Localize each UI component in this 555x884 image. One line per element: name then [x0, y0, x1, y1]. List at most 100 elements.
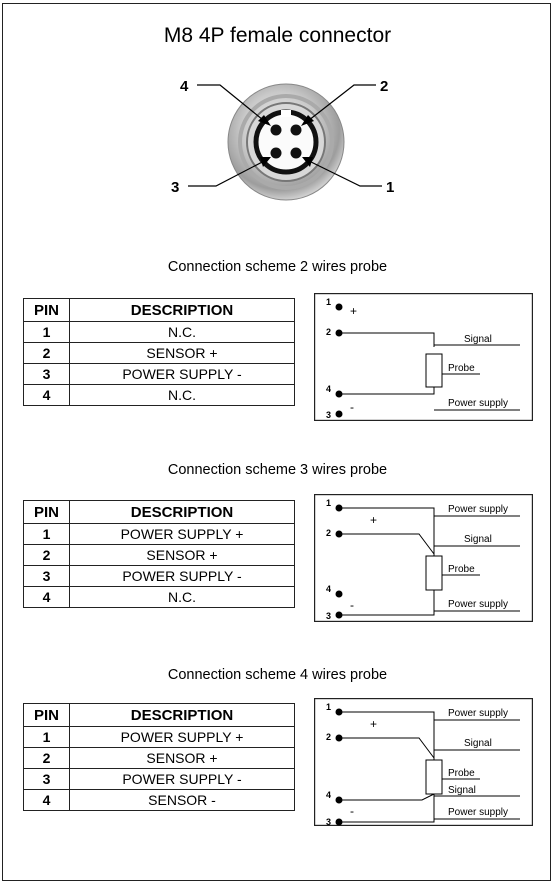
wiring-diagram-2-wires: 1 2 4 3 + - Signal Probe Power supply [314, 293, 533, 421]
probe-resistor [425, 353, 443, 388]
scheme-3-wires-title: Connection scheme 3 wires probe [167, 462, 388, 478]
polarity-minus: - [350, 804, 354, 818]
description-cell: N.C. [69, 586, 295, 608]
page-frame [2, 3, 551, 881]
connector-illustration: 4 2 3 1 [171, 78, 394, 201]
pin-label: 1 [326, 498, 331, 508]
description-cell: POWER SUPPLY + [69, 523, 295, 545]
pin-cell: 4 [23, 789, 70, 811]
table-header-row: PIN DESCRIPTION [23, 500, 295, 524]
description-header: DESCRIPTION [69, 298, 295, 322]
description-cell: SENSOR - [69, 789, 295, 811]
wire-label: Signal [448, 785, 476, 796]
wire-label: Signal [464, 738, 492, 749]
callout-leaders [188, 84, 382, 187]
pin-cell: 1 [23, 726, 70, 748]
polarity-plus: + [350, 304, 357, 318]
wire-label: Power supply [448, 504, 508, 515]
callout-label-1: 1 [386, 179, 394, 196]
table-header-row: PIN DESCRIPTION [23, 298, 295, 322]
pin-cell: 3 [23, 363, 70, 385]
pin-label: 2 [326, 327, 331, 337]
pin-label: 4 [326, 384, 331, 394]
connector-body [227, 83, 345, 201]
probe-resistor [425, 759, 443, 795]
polarity-minus: - [350, 598, 354, 612]
pin-label: 3 [326, 611, 331, 621]
description-header: DESCRIPTION [69, 703, 295, 727]
description-cell: POWER SUPPLY - [69, 768, 295, 790]
polarity-minus: - [350, 400, 354, 414]
description-header: DESCRIPTION [69, 500, 295, 524]
wire-label: Power supply [448, 708, 508, 719]
wire-label: Signal [464, 534, 492, 545]
pin-label: 3 [326, 817, 331, 826]
pin-cell: 2 [23, 342, 70, 364]
description-cell: POWER SUPPLY - [69, 363, 295, 385]
description-cell: N.C. [69, 321, 295, 343]
pin-label: 4 [326, 790, 331, 800]
pin-cell: 4 [23, 586, 70, 608]
wires [339, 332, 520, 411]
scheme-2-wires-title: Connection scheme 2 wires probe [167, 259, 388, 275]
connector-pin-holes [270, 124, 302, 159]
terminal-1 [335, 303, 343, 311]
wire-label: Probe [448, 768, 475, 779]
pin-cell: 2 [23, 747, 70, 769]
wire-label: Signal [464, 334, 492, 345]
wiring-diagram-3-wires: 1 2 4 3 + - Power supply Signal Probe Po… [314, 494, 533, 622]
pin-cell: 3 [23, 565, 70, 587]
polarity-plus: + [370, 717, 377, 731]
wiring-diagram-4-wires: 1 2 4 3 + - Power supply Signal Probe Si… [314, 698, 533, 826]
wire-label: Probe [448, 564, 475, 575]
pin-cell: 1 [23, 321, 70, 343]
wires [339, 507, 520, 616]
pin-header: PIN [23, 298, 70, 322]
pin-label: 2 [326, 528, 331, 538]
wire-label: Power supply [448, 599, 508, 610]
pin-label: 1 [326, 297, 331, 307]
pin-hole-1 [290, 147, 302, 159]
wires [339, 711, 520, 823]
pin-hole-2 [290, 124, 302, 136]
description-cell: POWER SUPPLY - [69, 565, 295, 587]
pin-hole-4 [270, 124, 282, 136]
pin-label: 4 [326, 584, 331, 594]
pin-header: PIN [23, 500, 70, 524]
pin-header: PIN [23, 703, 70, 727]
wire-label: Power supply [448, 398, 508, 409]
description-cell: SENSOR + [69, 747, 295, 769]
pin-cell: 2 [23, 544, 70, 566]
wire-label: Power supply [448, 807, 508, 818]
pin-label: 3 [326, 410, 331, 420]
scheme-4-wires-title: Connection scheme 4 wires probe [167, 667, 388, 683]
table-header-row: PIN DESCRIPTION [23, 703, 295, 727]
wire-label: Probe [448, 363, 475, 374]
pin-cell: 4 [23, 384, 70, 406]
pin-hole-3 [270, 147, 282, 159]
callout-label-2: 2 [380, 78, 388, 95]
terminal-4 [335, 590, 343, 598]
callout-arrowheads [258, 115, 314, 167]
description-cell: SENSOR + [69, 544, 295, 566]
callout-label-3: 3 [171, 179, 179, 196]
pin-label: 2 [326, 732, 331, 742]
callout-label-4: 4 [180, 78, 189, 95]
description-cell: N.C. [69, 384, 295, 406]
terminal-3 [335, 410, 343, 418]
